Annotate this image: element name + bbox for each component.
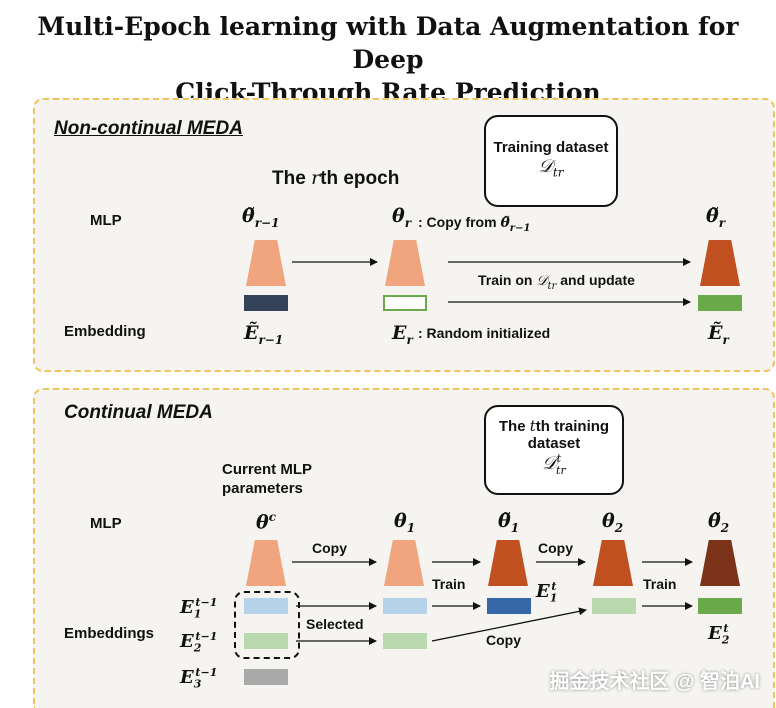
theta-1-tilde-label: θ̃1 <box>498 510 520 535</box>
train-label-1: Train <box>432 576 466 592</box>
theta-prev-label: θ̃r−1 <box>242 205 280 230</box>
mlp-label-bottom: MLP <box>90 515 122 532</box>
theta-c-label: θc <box>256 510 276 534</box>
embedding-2-t-bar <box>698 598 742 614</box>
copy-label-2: Copy <box>538 540 573 556</box>
theta-2-tilde-label: θ̃2 <box>708 510 730 535</box>
E3-prev-label: E3t−1 <box>180 666 218 691</box>
E2-t-label: E2t <box>708 622 730 647</box>
embedding-1-copy-bar <box>383 598 427 614</box>
non-continual-panel <box>33 98 775 372</box>
epoch-label: The rth epoch <box>272 167 400 189</box>
embedding-2-prev-bar <box>244 633 288 649</box>
theta-r-label: θr <box>392 205 412 230</box>
copy-label-1: Copy <box>312 540 347 556</box>
theta-r-tilde-label: θ̃r <box>706 205 726 230</box>
mlp-label-top: MLP <box>90 212 122 229</box>
tth-dataset-box: The tth training dataset 𝒟ttr <box>484 405 624 495</box>
theta-1-label: θ1 <box>394 510 416 535</box>
selection-box <box>234 591 300 659</box>
watermark: 掘金技术社区 @ 智泊AI <box>549 671 760 693</box>
training-dataset-symbol: 𝒟tr <box>538 156 564 180</box>
selected-label: Selected <box>306 616 364 632</box>
E1-t-label: E1t <box>536 580 558 605</box>
embedding-prev-bar <box>244 295 288 311</box>
title-line-1: Multi-Epoch learning with Data Augmentat… <box>37 12 739 74</box>
embedding-2-copy2-bar <box>592 598 636 614</box>
tth-dataset-label-1: The tth training <box>498 417 610 435</box>
tth-dataset-symbol: 𝒟ttr <box>542 452 566 477</box>
embedding-1-prev-bar <box>244 598 288 614</box>
train-label-2: Train <box>643 576 677 592</box>
copy-from-label: : Copy from θ̃r−1 <box>418 214 531 234</box>
E-r-label: Er <box>392 322 413 347</box>
continual-title: Continual MEDA <box>64 402 213 423</box>
theta-2-label: θ2 <box>602 510 624 535</box>
E-r-tilde-label: Ẽr <box>708 322 729 347</box>
training-dataset-box: Training dataset 𝒟tr <box>484 115 618 207</box>
embedding-r-tilde-bar <box>698 295 742 311</box>
embedding-label-top: Embedding <box>64 323 146 340</box>
training-dataset-label: Training dataset <box>493 139 609 156</box>
E2-prev-label: E2t−1 <box>180 630 218 655</box>
embedding-r-bar <box>383 295 427 311</box>
E-prev-label: Ẽr−1 <box>244 322 284 347</box>
copy-label-3: Copy <box>486 632 521 648</box>
train-update-label: Train on 𝒟tr and update <box>478 272 635 292</box>
random-init-label: : Random initialized <box>418 325 551 341</box>
figure-title: Multi-Epoch learning with Data Augmentat… <box>0 10 776 109</box>
current-mlp-label-2: parameters <box>222 480 303 497</box>
embedding-2-copy-bar <box>383 633 427 649</box>
current-mlp-label: Current MLP parameters <box>222 460 312 498</box>
tth-dataset-label-2: dataset <box>527 435 581 452</box>
E1-prev-label: E1t−1 <box>180 596 218 621</box>
embedding-3-prev-bar <box>244 669 288 685</box>
current-mlp-label-1: Current MLP <box>222 461 312 478</box>
embeddings-label: Embeddings <box>64 625 155 642</box>
non-continual-title: Non-continual MEDA <box>54 118 243 139</box>
embedding-1-t-bar <box>487 598 531 614</box>
